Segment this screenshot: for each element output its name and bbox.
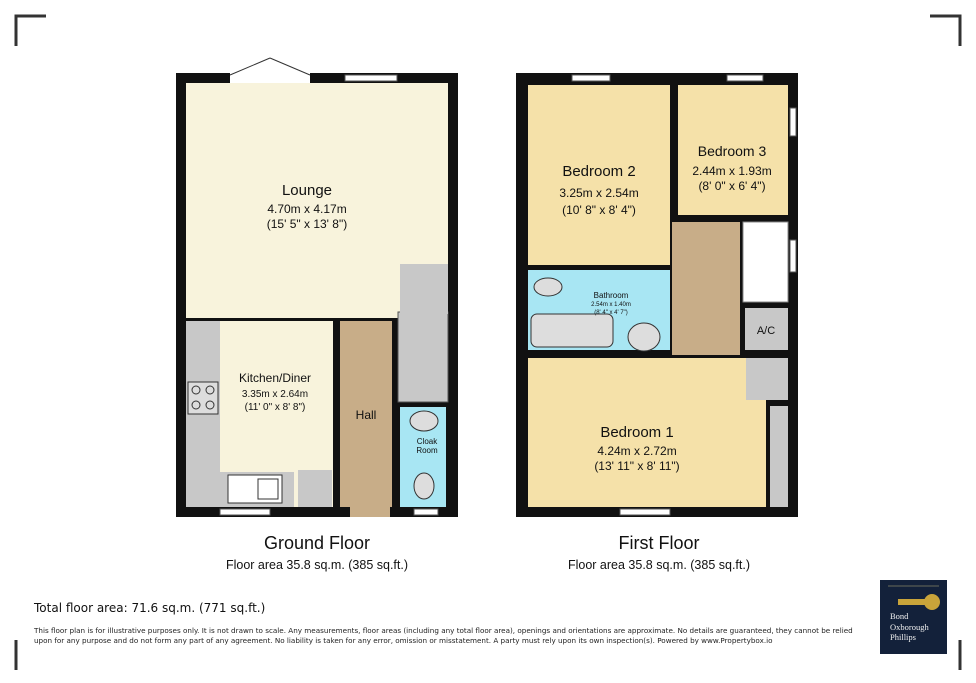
patio-doors	[230, 73, 310, 83]
bedroom2-room	[528, 85, 670, 265]
bedroom3-metric: 2.44m x 1.93m	[692, 164, 771, 178]
hall-room	[340, 321, 392, 507]
window	[571, 74, 611, 82]
window	[789, 239, 797, 273]
kitchen-label: Kitchen/Diner	[239, 371, 311, 385]
stairs	[742, 221, 789, 303]
bath-icon	[530, 313, 614, 348]
ground-floor-title: Ground Floor	[264, 533, 370, 553]
cloak-label-2: Room	[416, 446, 438, 455]
bathroom-label: Bathroom	[594, 291, 629, 300]
bedroom3-imperial: (8' 0" x 6' 4")	[698, 179, 765, 193]
key-icon	[888, 585, 940, 610]
bedroom3-label: Bedroom 3	[698, 143, 767, 159]
ground-floor-plan: Lounge 4.70m x 4.17m (15' 5" x 13' 8") K…	[176, 57, 458, 517]
bedroom2-metric: 3.25m x 2.54m	[559, 186, 638, 200]
window	[219, 508, 271, 516]
toilet-icon	[533, 277, 563, 297]
bedroom2-imperial: (10' 8" x 8' 4")	[562, 203, 636, 217]
sink-icon	[227, 474, 283, 504]
cloak-label: Cloak	[417, 437, 438, 446]
lounge-imperial: (15' 5" x 13' 8")	[267, 217, 347, 231]
ground-floor-area: Floor area 35.8 sq.m. (385 sq.ft.)	[226, 558, 408, 572]
first-floor-plan: Bedroom 2 3.25m x 2.54m (10' 8" x 8' 4")…	[516, 73, 798, 517]
window	[413, 508, 439, 516]
toilet-icon	[409, 410, 439, 432]
bedroom3-room	[678, 85, 788, 215]
total-floor-area: Total floor area: 71.6 sq.m. (771 sq.ft.…	[33, 601, 265, 615]
landing	[672, 222, 740, 355]
hall-label: Hall	[356, 408, 377, 422]
bathroom-metric: 2.54m x 1.40m	[591, 302, 631, 308]
ac-cupboard	[745, 308, 788, 350]
disclaimer: This floor plan is for illustrative purp…	[34, 626, 853, 645]
logo-line-2: Oxborough	[890, 621, 929, 632]
window	[344, 74, 398, 82]
first-floor-title: First Floor	[619, 533, 700, 553]
hob-icon	[187, 381, 219, 415]
bedroom1-room	[528, 358, 766, 507]
front-door	[350, 507, 390, 517]
bedroom1-imperial: (13' 11" x 8' 11")	[594, 459, 679, 473]
ac-label: A/C	[757, 325, 775, 337]
window	[619, 508, 671, 516]
window	[726, 74, 764, 82]
logo-line-1: Bond	[890, 611, 909, 621]
bedroom1-metric: 4.24m x 2.72m	[597, 444, 676, 458]
bedroom2-label: Bedroom 2	[562, 163, 635, 180]
crop-marks	[14, 14, 962, 670]
window	[789, 107, 797, 137]
kitchen-metric: 3.35m x 2.64m	[242, 389, 308, 400]
basin-icon	[627, 322, 661, 352]
stairs	[397, 311, 449, 403]
first-floor-area: Floor area 35.8 sq.m. (385 sq.ft.)	[568, 558, 750, 572]
logo-line-3: Phillips	[890, 632, 916, 642]
kitchen-imperial: (11' 0" x 8' 8")	[245, 402, 306, 413]
lounge-metric: 4.70m x 4.17m	[267, 202, 346, 216]
bedroom1-label: Bedroom 1	[600, 424, 673, 441]
bathroom-imperial: (8' 4" x 4' 7")	[594, 310, 628, 316]
lounge-label: Lounge	[282, 182, 332, 199]
